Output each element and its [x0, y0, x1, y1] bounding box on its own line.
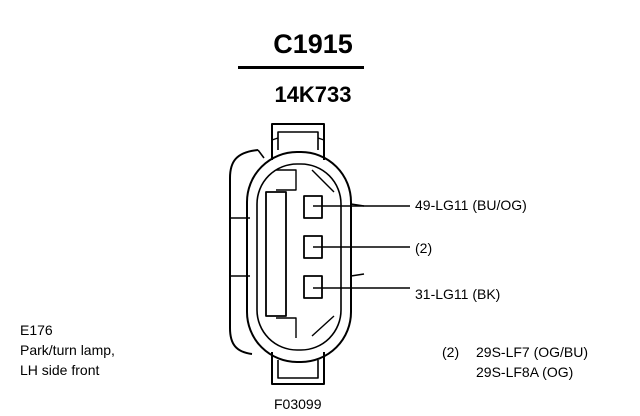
footnote-ref: (2) — [442, 344, 460, 360]
component-code: E176 — [20, 322, 53, 338]
top-latch-inner — [277, 131, 319, 150]
pin-2-circuit-label: (2) — [415, 240, 433, 256]
component-name: Park/turn lamp, — [20, 342, 115, 358]
figure-id: F03099 — [274, 396, 322, 412]
top-latch-tab — [271, 123, 325, 160]
footnote: (2) 29S-LF7 (OG/BU) 29S-LF8A (OG) — [442, 342, 588, 382]
connector-id: C1915 — [273, 29, 353, 59]
pin-3-circuit-label: 31-LG11 (BK) — [415, 286, 501, 302]
footnote-line-1: 29S-LF7 (OG/BU) — [476, 344, 589, 360]
polarizing-slot — [265, 191, 287, 317]
bottom-latch-tab — [271, 352, 325, 385]
connector-housing-inner — [256, 163, 342, 351]
title-underline — [238, 66, 364, 69]
part-number: 14K733 — [274, 82, 352, 107]
side-lock — [229, 149, 259, 355]
connector-housing-outer — [246, 151, 352, 363]
footnote-line-2: 29S-LF8A (OG) — [476, 364, 574, 380]
component-location: LH side front — [20, 362, 100, 378]
bottom-latch-inner — [277, 360, 319, 379]
pin-1-circuit-label: 49-LG11 (BU/OG) — [415, 197, 527, 213]
pin-1-cavity — [303, 195, 323, 219]
component-description: E176 Park/turn lamp, LH side front — [20, 320, 115, 380]
pin-3-cavity — [303, 275, 323, 299]
